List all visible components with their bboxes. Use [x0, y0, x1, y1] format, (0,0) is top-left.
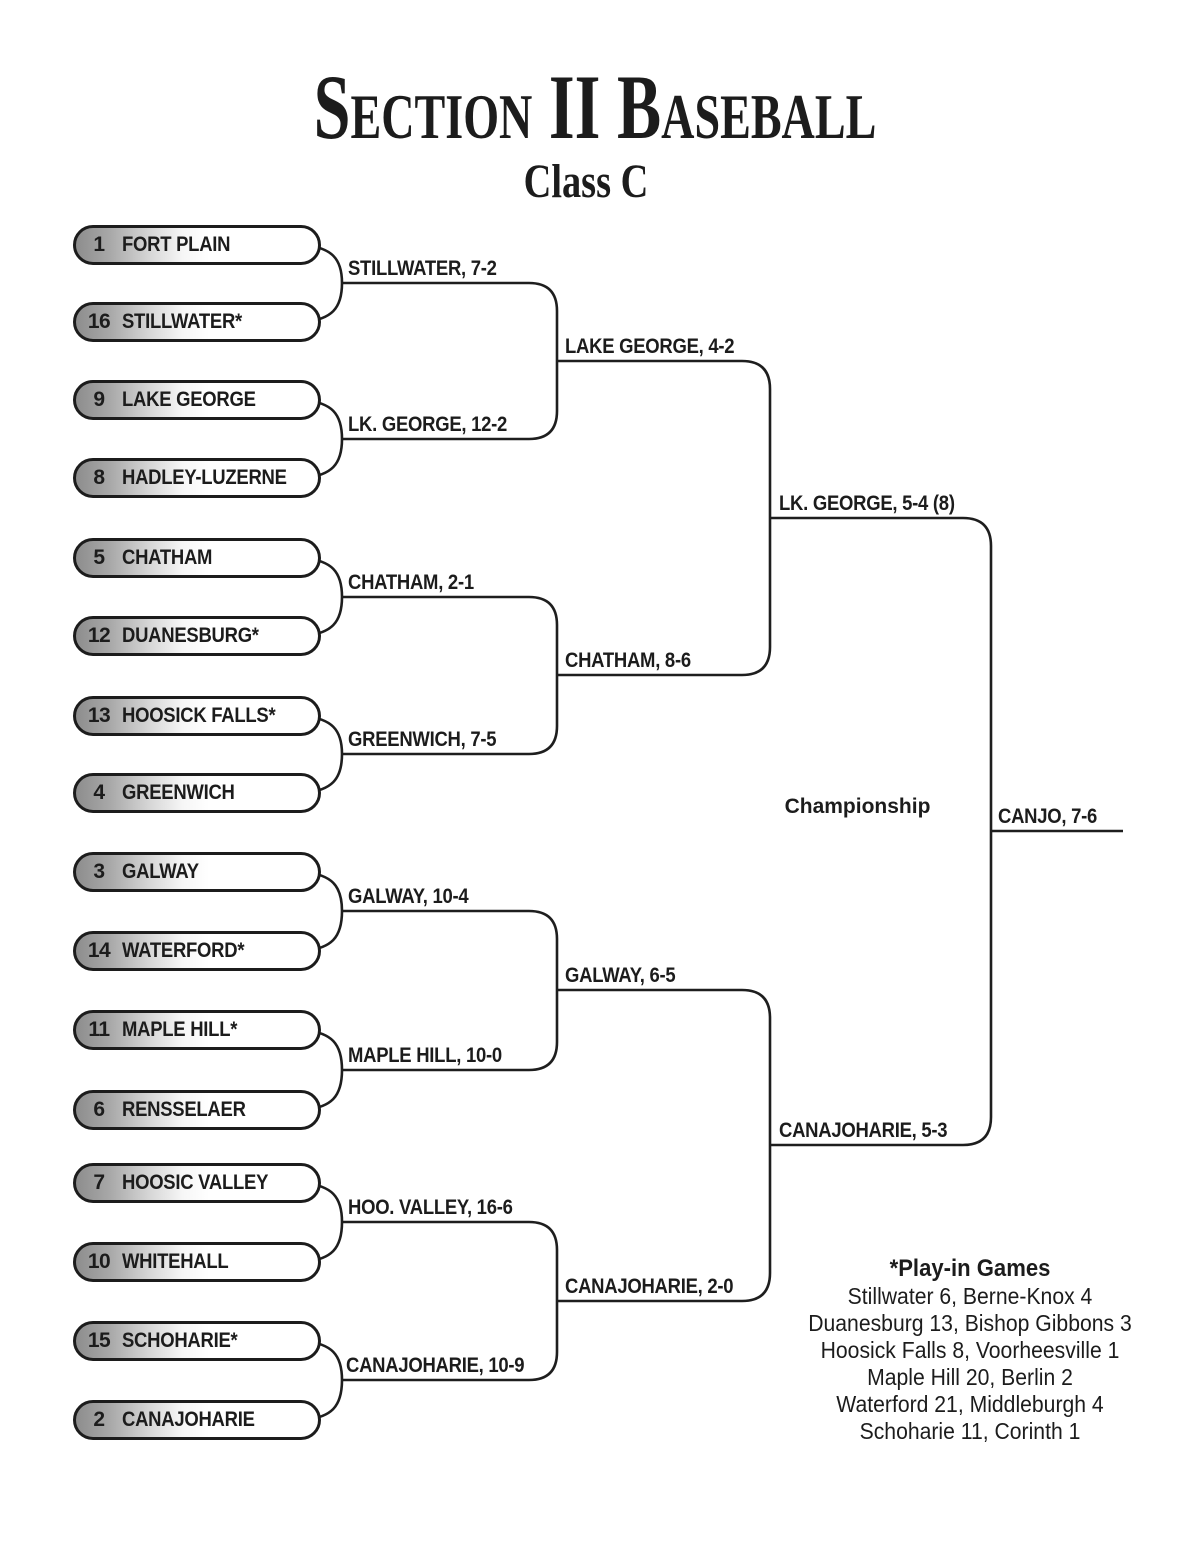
round1-result-label: CANAJOHARIE, 10-9 — [346, 1354, 525, 1377]
round2-result-label: CANAJOHARIE, 2-0 — [565, 1275, 734, 1298]
bracket-merge — [770, 516, 993, 1147]
playin-title: *Play-in Games — [889, 1255, 1051, 1282]
team-pill: 6 RENSSELAER — [73, 1090, 321, 1130]
team-pill: 3 GALWAY — [73, 852, 321, 892]
team-seed: 4 — [93, 781, 105, 804]
team-pill: 5 CHATHAM — [73, 538, 321, 578]
team-seed: 9 — [93, 388, 105, 411]
round1-result-label: MAPLE HILL, 10-0 — [348, 1044, 502, 1067]
team-name: HOOSIC VALLEY — [122, 1171, 269, 1194]
bracket-merge — [557, 988, 772, 1303]
playin-game: Maple Hill 20, Berlin 2 — [867, 1364, 1073, 1390]
round1-result-label: HOO. VALLEY, 16-6 — [348, 1196, 513, 1219]
team-name: FORT PLAIN — [122, 233, 231, 256]
team-pill: 11 MAPLE HILL* — [73, 1010, 321, 1050]
team-seed: 12 — [87, 624, 111, 647]
round2-result-label: CHATHAM, 8-6 — [565, 649, 691, 672]
championship-heading: Championship — [784, 795, 931, 818]
team-name: GALWAY — [122, 860, 199, 883]
team-seed: 6 — [93, 1098, 105, 1121]
round1-result-label: LK. GEORGE, 12-2 — [348, 413, 508, 436]
team-pill: 9 LAKE GEORGE — [73, 380, 321, 420]
team-name: CHATHAM — [122, 546, 213, 569]
team-pill: 13 HOOSICK FALLS* — [73, 696, 321, 736]
champion-result-label: CANJO, 7-6 — [998, 805, 1098, 828]
round1-result-label: GREENWICH, 7-5 — [348, 728, 497, 751]
playin-game: Stillwater 6, Berne-Knox 4 — [847, 1283, 1093, 1309]
round1-result-label: CHATHAM, 2-1 — [348, 571, 474, 594]
team-seed: 13 — [87, 704, 111, 727]
bracket-merge — [557, 359, 772, 677]
team-name: WHITEHALL — [122, 1250, 229, 1273]
playin-game: Schoharie 11, Corinth 1 — [859, 1418, 1081, 1444]
team-pill: 7 HOOSIC VALLEY — [73, 1163, 321, 1203]
team-seed: 2 — [93, 1408, 105, 1431]
team-name: HADLEY-LUZERNE — [122, 466, 287, 489]
team-pill: 16 STILLWATER* — [73, 302, 321, 342]
playin-game: Waterford 21, Middleburgh 4 — [836, 1391, 1104, 1417]
page-title: Section II Baseball — [313, 56, 877, 158]
semifinal-result-label: LK. GEORGE, 5-4 (8) — [779, 492, 955, 515]
team-pill: 12 DUANESBURG* — [73, 616, 321, 656]
semifinal-result-label: CANAJOHARIE, 5-3 — [779, 1119, 948, 1142]
team-pill: 1 FORT PLAIN — [73, 225, 321, 265]
round1-result-label: GALWAY, 10-4 — [348, 885, 469, 908]
class-subtitle: Class C — [523, 155, 649, 208]
team-pill: 10 WHITEHALL — [73, 1242, 321, 1282]
team-seed: 7 — [93, 1171, 105, 1194]
team-seed: 1 — [93, 233, 105, 256]
team-name: LAKE GEORGE — [122, 388, 256, 411]
team-seed: 3 — [93, 860, 105, 883]
team-name: RENSSELAER — [122, 1098, 246, 1121]
team-name: HOOSICK FALLS* — [122, 704, 276, 727]
team-name: CANAJOHARIE — [122, 1408, 255, 1431]
team-pill: 15 SCHOHARIE* — [73, 1321, 321, 1361]
playin-game: Duanesburg 13, Bishop Gibbons 3 — [808, 1310, 1132, 1336]
round2-result-label: GALWAY, 6-5 — [565, 964, 676, 987]
team-seed: 8 — [93, 466, 105, 489]
team-pill: 2 CANAJOHARIE — [73, 1400, 321, 1440]
team-name: GREENWICH — [122, 781, 235, 804]
team-seed: 16 — [87, 310, 111, 333]
team-seed: 11 — [88, 1018, 110, 1041]
team-name: STILLWATER* — [122, 310, 242, 333]
team-name: SCHOHARIE* — [122, 1329, 238, 1352]
team-pill: 8 HADLEY-LUZERNE — [73, 458, 321, 498]
team-seed: 5 — [93, 546, 105, 569]
round1-result-label: STILLWATER, 7-2 — [348, 257, 497, 280]
playin-games-block: *Play-in Games Stillwater 6, Berne-Knox … — [786, 1254, 1154, 1445]
team-seed: 15 — [87, 1329, 111, 1352]
team-name: WATERFORD* — [122, 939, 245, 962]
round2-result-label: LAKE GEORGE, 4-2 — [565, 335, 735, 358]
team-pill: 14 WATERFORD* — [73, 931, 321, 971]
playin-game: Hoosick Falls 8, Voorheesville 1 — [820, 1337, 1120, 1363]
team-pill: 4 GREENWICH — [73, 773, 321, 813]
team-name: MAPLE HILL* — [122, 1018, 238, 1041]
team-seed: 10 — [87, 1250, 111, 1273]
team-seed: 14 — [87, 939, 111, 962]
team-name: DUANESBURG* — [122, 624, 259, 647]
